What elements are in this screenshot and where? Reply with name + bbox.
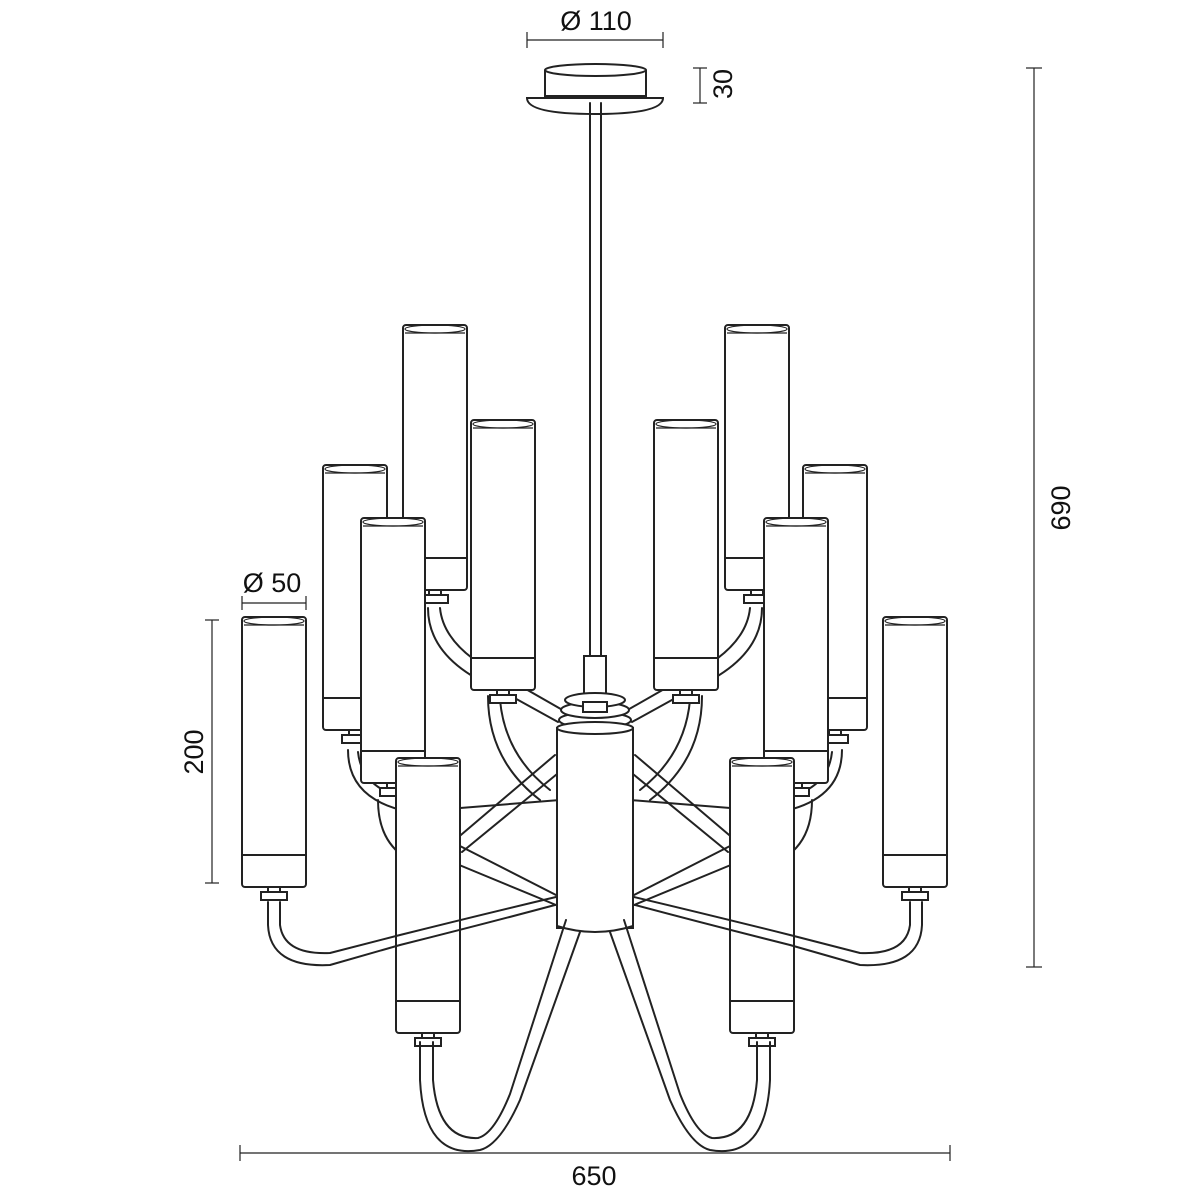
shade-height-label: 200 — [179, 729, 209, 774]
cross-struts — [451, 754, 739, 906]
dimension-canopy-height: 30 — [693, 67, 738, 104]
front-arms — [267, 896, 923, 1153]
canopy-diameter-label: Ø 110 — [560, 6, 632, 36]
suspension-rod — [583, 102, 607, 705]
shade-side-right — [763, 517, 829, 797]
shade-side-left — [360, 517, 426, 797]
canopy-height-label: 30 — [708, 69, 738, 99]
dimension-overall-height: 690 — [1026, 67, 1076, 968]
shade-front-right — [729, 757, 795, 1047]
dimension-canopy-diameter: Ø 110 — [526, 6, 664, 48]
overall-width-label: 650 — [571, 1161, 616, 1191]
shade-outer-right — [882, 616, 948, 901]
ceiling-canopy — [525, 63, 665, 116]
dimension-shade-height: 200 — [179, 619, 219, 884]
dimension-overall-width: 650 — [239, 1145, 951, 1191]
shade-diameter-label: Ø 50 — [243, 568, 302, 598]
central-hub — [556, 692, 634, 933]
shade-inner-right — [653, 419, 719, 704]
shades-layer — [241, 324, 948, 1047]
overall-height-label: 690 — [1046, 485, 1076, 530]
shade-outer-left — [241, 616, 307, 901]
dimension-shade-diameter: Ø 50 — [241, 568, 307, 610]
shade-front-left — [395, 757, 461, 1047]
shade-inner-left — [470, 419, 536, 704]
